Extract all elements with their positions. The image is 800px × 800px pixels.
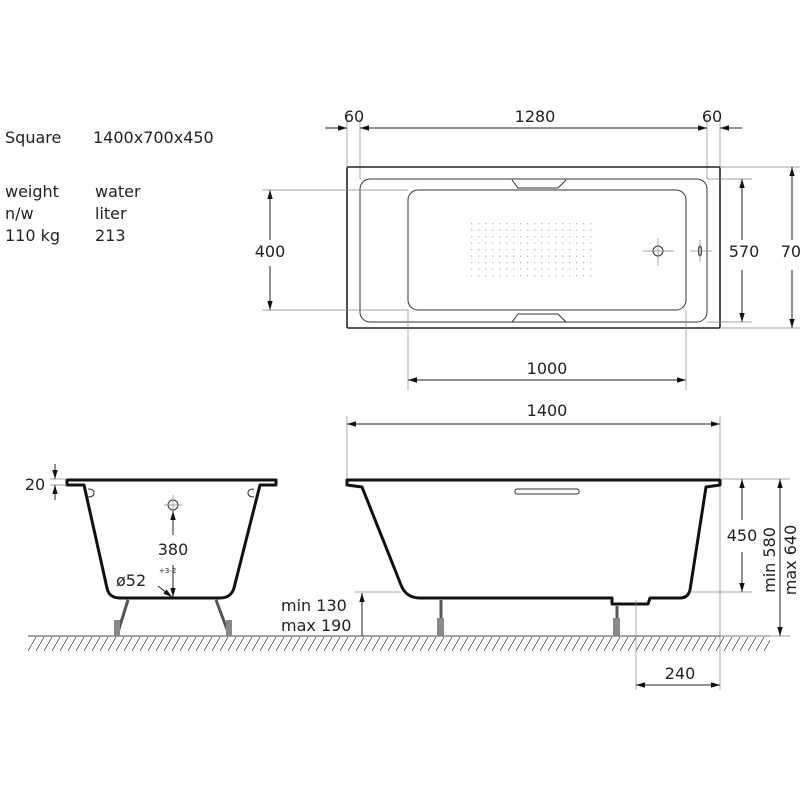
side-profile	[345, 478, 722, 606]
rim-outline	[359, 178, 708, 323]
dim-left-rim: 60	[344, 107, 364, 126]
basin-outline	[407, 189, 687, 311]
dim-drain-tolerance: +3-2	[159, 567, 176, 575]
end-view: 380 ø52 +3-2 20	[25, 464, 278, 636]
dim-depth: 450	[727, 526, 758, 545]
weight-label: weight	[5, 182, 59, 201]
leg-left-icon	[114, 599, 130, 636]
floor	[28, 635, 770, 651]
drain-icon	[643, 238, 674, 266]
spec-block: Square 1400x700x450 weight water n/w lit…	[5, 128, 214, 245]
dim-total-max: max 640	[781, 525, 800, 595]
side-view: 1400 450 min 580 max 640 min 130 max 190…	[281, 401, 800, 690]
dim-inner-length: 1280	[515, 107, 556, 126]
leg-left-icon	[437, 600, 444, 636]
water-sub: liter	[95, 204, 127, 223]
water-value: 213	[95, 226, 126, 245]
dim-drain-height: 380	[158, 540, 189, 559]
end-profile	[65, 478, 278, 600]
weight-value: 110 kg	[5, 226, 60, 245]
anti-slip-pattern	[466, 222, 592, 277]
model-label: Square	[5, 128, 61, 147]
dim-right-rim: 60	[702, 107, 722, 126]
water-label: water	[95, 182, 141, 201]
handle-top-icon	[511, 179, 567, 189]
weight-sub: n/w	[5, 204, 34, 223]
dim-basin-width: 400	[255, 242, 286, 261]
top-view: 60 1280 60 400 570 700	[255, 107, 800, 390]
dim-inner-width: 570	[729, 242, 760, 261]
handle-icon	[514, 488, 580, 495]
dim-leg-offset: 240	[665, 664, 696, 683]
overflow-icon	[690, 240, 712, 262]
leg-right-icon	[214, 599, 232, 636]
dim-outer-width: 700	[781, 242, 800, 261]
model-size: 1400x700x450	[93, 128, 214, 147]
dim-leg-min: min 130	[281, 596, 347, 615]
dim-total-min: min 580	[760, 527, 779, 593]
handle-bottom-icon	[511, 313, 567, 323]
dim-drain-diameter: ø52	[116, 571, 146, 590]
tub-outline	[346, 166, 721, 329]
dim-leg-max: max 190	[281, 616, 351, 635]
dim-length: 1400	[527, 401, 568, 420]
dim-basin-length: 1000	[527, 359, 568, 378]
dim-rim: 20	[25, 475, 45, 494]
leg-right-icon	[613, 606, 620, 636]
